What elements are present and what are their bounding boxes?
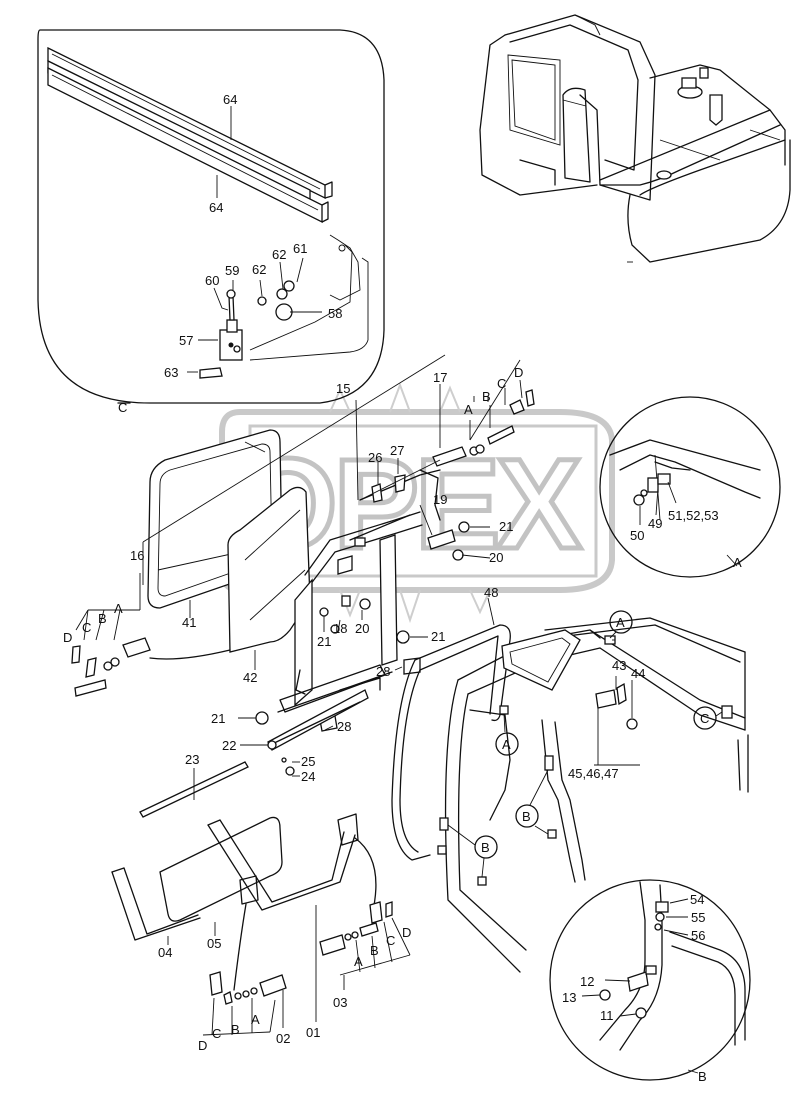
letter-d-1: D bbox=[63, 630, 72, 645]
latch-assembly bbox=[199, 280, 295, 379]
door-seal-48 bbox=[391, 597, 511, 861]
label-63: 63 bbox=[164, 365, 178, 380]
cab-frame bbox=[437, 617, 749, 973]
letter-c-1: C bbox=[82, 620, 91, 635]
label-42: 42 bbox=[243, 670, 257, 685]
label-45-46-47: 45,46,47 bbox=[568, 766, 619, 781]
detail-a-circle bbox=[599, 396, 781, 578]
label-48: 48 bbox=[484, 585, 498, 600]
circle-marker-b-1 bbox=[515, 769, 549, 835]
label-64-lower: 64 bbox=[209, 200, 223, 215]
label-19: 19 bbox=[433, 492, 447, 507]
label-24: 24 bbox=[301, 769, 315, 784]
letter-b-3: B bbox=[231, 1022, 240, 1037]
letter-a-4: A bbox=[354, 954, 363, 969]
label-16: 16 bbox=[130, 548, 144, 563]
label-11: 11 bbox=[600, 1008, 614, 1023]
letter-b-2: B bbox=[482, 389, 491, 404]
label-28-a: 28 bbox=[376, 664, 390, 679]
lock-03 bbox=[319, 901, 411, 990]
rail-23 bbox=[139, 689, 369, 818]
lock-02 bbox=[202, 971, 287, 1036]
label-13: 13 bbox=[562, 990, 576, 1005]
label-04: 04 bbox=[158, 945, 172, 960]
circle-letter-a-1: A bbox=[616, 615, 625, 630]
detail-c-letter: C bbox=[118, 400, 127, 415]
label-64-upper: 64 bbox=[223, 92, 237, 107]
label-60: 60 bbox=[205, 273, 219, 288]
letter-b-4: B bbox=[370, 943, 379, 958]
label-21-d: 21 bbox=[211, 711, 225, 726]
label-57: 57 bbox=[179, 333, 193, 348]
handrail-01 bbox=[207, 813, 377, 1022]
label-43: 43 bbox=[612, 658, 626, 673]
lower-glass-42 bbox=[227, 486, 311, 670]
detail-a-letter: A bbox=[733, 555, 742, 570]
label-28-b: 28 bbox=[337, 719, 351, 734]
circle-marker-a-1 bbox=[609, 610, 633, 639]
detail-c-leaders bbox=[187, 106, 322, 373]
letter-d-2: D bbox=[514, 365, 523, 380]
circle-letter-b-2: B bbox=[481, 840, 490, 855]
label-62-left: 62 bbox=[252, 262, 266, 277]
letter-a-3: A bbox=[251, 1012, 260, 1027]
label-18: 18 bbox=[333, 621, 347, 636]
label-17: 17 bbox=[433, 370, 447, 385]
label-41: 41 bbox=[182, 615, 196, 630]
letter-c-2: C bbox=[497, 376, 506, 391]
label-49: 49 bbox=[648, 516, 662, 531]
label-61: 61 bbox=[293, 241, 307, 256]
label-25: 25 bbox=[301, 754, 315, 769]
label-54: 54 bbox=[690, 892, 704, 907]
letter-a-2: A bbox=[464, 402, 473, 417]
label-55: 55 bbox=[691, 910, 705, 925]
label-21-a: 21 bbox=[499, 519, 513, 534]
circle-marker-b-2 bbox=[447, 824, 498, 878]
circle-marker-a-2 bbox=[495, 713, 519, 756]
label-51-52-53: 51,52,53 bbox=[668, 508, 719, 523]
label-56: 56 bbox=[691, 928, 705, 943]
label-03: 03 bbox=[333, 995, 347, 1010]
label-27: 27 bbox=[390, 443, 404, 458]
letter-a-1: A bbox=[114, 601, 123, 616]
letter-d-4: D bbox=[402, 925, 411, 940]
circle-letter-a-2: A bbox=[502, 737, 511, 752]
circle-letter-c: C bbox=[700, 711, 709, 726]
label-20-a: 20 bbox=[489, 550, 503, 565]
label-22: 22 bbox=[222, 738, 236, 753]
detail-b-letter: B bbox=[698, 1069, 707, 1084]
label-62-right: 62 bbox=[272, 247, 286, 262]
label-50: 50 bbox=[630, 528, 644, 543]
circle-letter-b-1: B bbox=[522, 809, 531, 824]
letter-c-4: C bbox=[386, 933, 395, 948]
lever-assemblies bbox=[71, 389, 535, 732]
label-01: 01 bbox=[306, 1025, 320, 1040]
door-frame-detail bbox=[249, 234, 369, 361]
label-05: 05 bbox=[207, 936, 221, 951]
label-20-b: 20 bbox=[355, 621, 369, 636]
leader-group-door bbox=[75, 354, 523, 800]
label-21-c: 21 bbox=[431, 629, 445, 644]
detail-b-circle bbox=[549, 879, 751, 1081]
letter-d-3: D bbox=[198, 1038, 207, 1053]
label-58: 58 bbox=[328, 306, 342, 321]
label-12: 12 bbox=[580, 974, 594, 989]
window-frame bbox=[277, 469, 441, 713]
label-21-b: 21 bbox=[317, 634, 331, 649]
label-44: 44 bbox=[631, 666, 645, 681]
label-26: 26 bbox=[368, 450, 382, 465]
detail-c-frame bbox=[37, 29, 385, 404]
label-23: 23 bbox=[185, 752, 199, 767]
letter-b-1: B bbox=[98, 611, 107, 626]
label-15: 15 bbox=[336, 381, 350, 396]
label-02: 02 bbox=[276, 1031, 290, 1046]
cab-overview bbox=[479, 14, 791, 263]
label-59: 59 bbox=[225, 263, 239, 278]
letter-c-3: C bbox=[212, 1026, 221, 1041]
glass-05 bbox=[159, 816, 283, 936]
circle-marker-c bbox=[693, 706, 723, 730]
handrail-04 bbox=[111, 867, 201, 945]
weatherstrip-64 bbox=[47, 46, 333, 224]
